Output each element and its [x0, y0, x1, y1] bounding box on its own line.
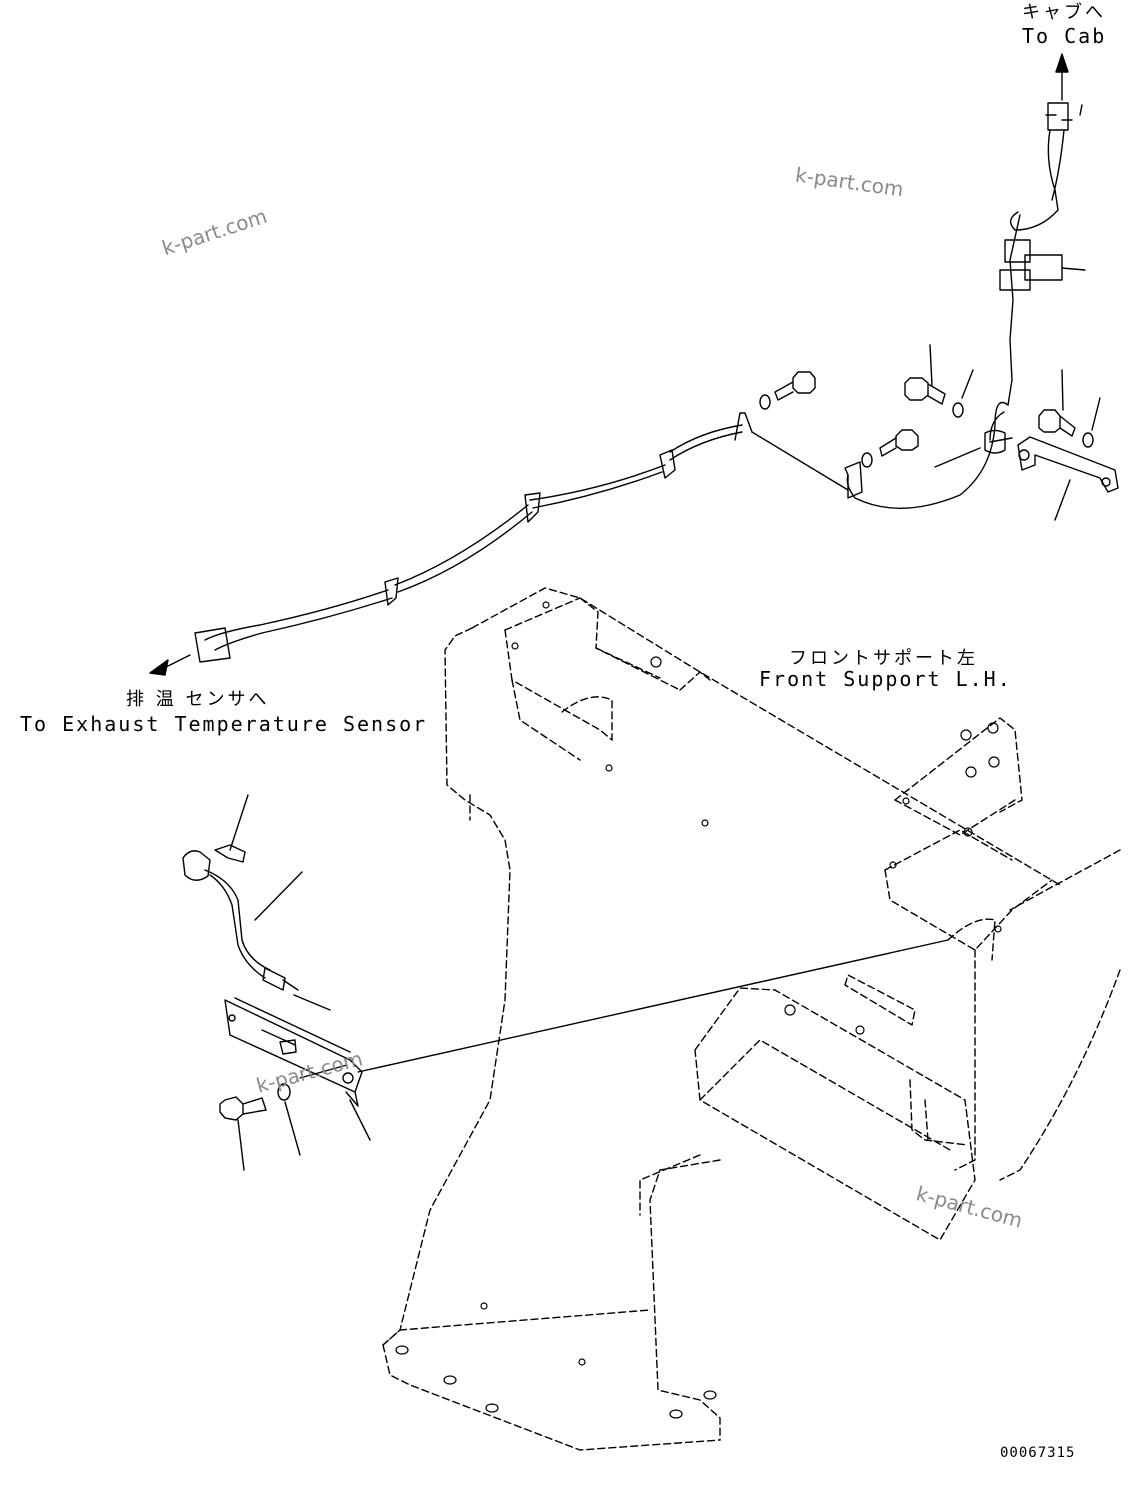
upper-bolts	[759, 344, 1101, 468]
to-cab-label-jp: キャブへ	[1022, 2, 1106, 23]
front-support-label-jp: フロントサポート左	[789, 648, 978, 669]
drawing-code: 00067315	[1000, 1445, 1076, 1461]
exhaust-sensor-label: To Exhaust Temperature Sensor	[20, 712, 428, 736]
frame-holes	[395, 601, 1002, 1419]
front-support-frame	[382, 587, 1121, 1451]
cab-harness	[999, 53, 1086, 406]
misc-leaders	[1079, 104, 1083, 116]
front-support-label: Front Support L.H.	[759, 667, 1012, 691]
clamp-bracket	[934, 429, 1119, 521]
exhaust-sensor-label-jp: 排 温 センサへ	[126, 689, 270, 710]
sensor-assembly	[182, 794, 949, 1171]
main-harness	[149, 401, 1009, 676]
to-cab-label: To Cab	[1022, 24, 1107, 48]
